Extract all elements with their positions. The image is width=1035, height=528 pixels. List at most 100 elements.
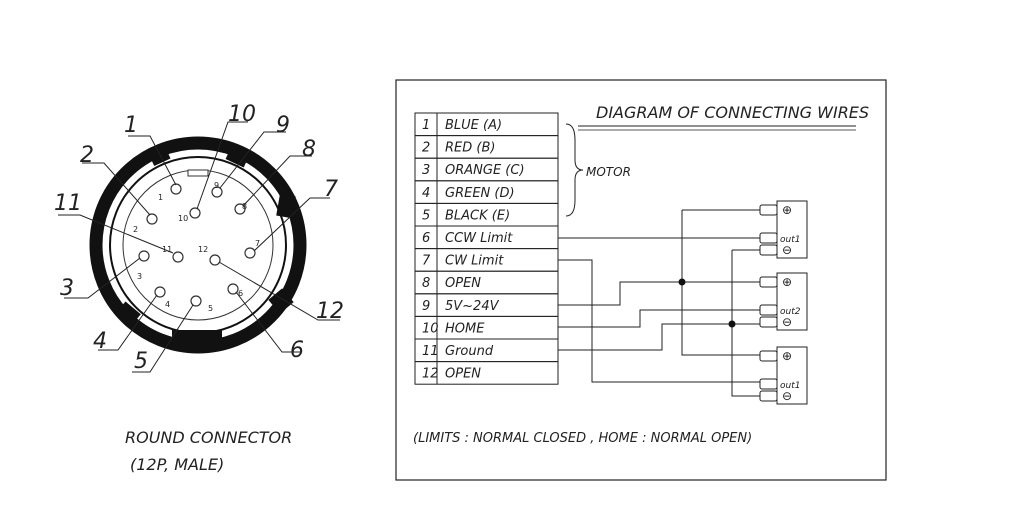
pin-7	[244, 247, 256, 259]
wire-label: CW Limit	[445, 254, 504, 269]
connector-title-line1: ROUND CONNECTOR	[125, 428, 292, 447]
wire-pin-number: 7	[422, 254, 431, 269]
wiring-note: (LIMITS : NORMAL CLOSED , HOME : NORMAL …	[413, 431, 752, 446]
wire-label: OPEN	[445, 367, 481, 382]
wire-label: BLUE (A)	[445, 118, 502, 133]
wire-label: GREEN (D)	[445, 186, 515, 201]
sensor-plus-terminal: ⊕	[782, 203, 792, 217]
wire-label: CCW Limit	[445, 231, 513, 246]
inner-label-1: 1	[158, 193, 163, 202]
callout-10: 10	[228, 102, 256, 127]
wire-table-row	[414, 361, 559, 385]
sensor-block-2: ⊕out2⊖	[759, 272, 808, 331]
pin-9	[211, 186, 223, 198]
wiring-frame	[395, 79, 887, 481]
sensor-out-terminal: out1	[780, 381, 800, 391]
motor-label: MOTOR	[586, 165, 631, 179]
wire-pin-number: 8	[422, 276, 430, 291]
wire-label: 5V~24V	[445, 299, 500, 314]
wire-cw	[558, 259, 760, 383]
wire-pin-number: 6	[422, 231, 430, 246]
sensor-body	[776, 200, 808, 259]
callout-8: 8	[302, 137, 316, 162]
callout-3: 3	[60, 276, 74, 301]
inner-label-3: 3	[137, 272, 142, 281]
sensor-minus-terminal: ⊖	[782, 243, 792, 257]
inner-label-4: 4	[165, 300, 170, 309]
pin-3	[138, 250, 150, 262]
wire-table-row	[414, 270, 559, 295]
sensor-minus-terminal: ⊖	[782, 315, 792, 329]
wire-pin-number: 5	[422, 208, 430, 223]
sensor-block-3: ⊕ out1⊖	[759, 346, 808, 405]
connector-key-notches	[115, 143, 296, 344]
sensor-minus-terminal-tab	[759, 390, 778, 402]
sensor-plus-terminal-tab	[759, 204, 778, 216]
wire-pin-number: 1	[422, 118, 430, 133]
callout-4: 4	[93, 329, 107, 354]
wires	[558, 209, 760, 397]
sensor-body	[776, 346, 808, 405]
sensor-minus-terminal: ⊖	[782, 389, 792, 403]
wire-pin-number: 9	[422, 299, 430, 314]
sensor-body	[776, 272, 808, 331]
sensor-out-terminal-tab	[759, 232, 778, 244]
connector-outer-ring	[89, 136, 307, 354]
inner-label-2: 2	[133, 225, 138, 234]
pin-10	[189, 207, 201, 219]
wire-label: Ground	[445, 344, 494, 359]
junction-dot-5v	[678, 278, 686, 286]
callout-7: 7	[324, 177, 338, 202]
sensor-minus-terminal-tab	[759, 316, 778, 328]
motor-brace	[565, 123, 584, 217]
sensor-block-1: ⊕ out1⊖	[759, 200, 808, 259]
sensor-out-terminal-tab	[759, 378, 778, 390]
wire-label: BLACK (E)	[445, 208, 510, 223]
connector-leader-lines	[58, 121, 340, 373]
inner-label-12: 12	[198, 245, 208, 254]
wire-label: RED (B)	[445, 141, 495, 156]
inner-label-5: 5	[208, 304, 213, 313]
callout-11: 11	[54, 191, 82, 216]
sensor-plus-terminal-tab	[759, 350, 778, 362]
wire-label: ORANGE (C)	[445, 163, 525, 178]
callout-12: 12	[316, 299, 344, 324]
pin-6	[227, 283, 239, 295]
wire-ground	[558, 323, 760, 351]
pin-4	[154, 286, 166, 298]
inner-label-11: 11	[162, 245, 172, 254]
wire-pin-number: 11	[422, 344, 439, 359]
wire-pin-number: 12	[422, 367, 439, 382]
inner-label-10: 10	[178, 214, 188, 223]
sensor-out-terminal: out2	[780, 307, 801, 317]
sensor-plus-terminal: ⊕	[782, 349, 792, 363]
wire-pin-number: 10	[422, 321, 439, 336]
sensor-out-terminal: out1	[780, 235, 800, 245]
pin-11	[172, 251, 184, 263]
wiring-title: DIAGRAM OF CONNECTING WIRES	[596, 103, 869, 122]
wire-label: OPEN	[445, 276, 481, 291]
connector-callouts: 1 2 3 4 5 6 7 8 9 10 11 12	[54, 102, 344, 374]
junction-dot-ground	[728, 320, 736, 328]
inner-label-6: 6	[238, 289, 243, 298]
wire-pin-number: 3	[422, 163, 430, 178]
pin-5	[190, 295, 202, 307]
round-connector-drawing: 1 2 3 4 5 6 7 8 9 10 11 12	[54, 102, 344, 474]
wire-label: HOME	[445, 321, 485, 336]
callout-1: 1	[124, 113, 138, 138]
inner-label-9: 9	[214, 181, 219, 190]
sensor-out-terminal-tab	[759, 304, 778, 316]
wire-5v	[558, 281, 760, 306]
wire-pin-number: 2	[422, 141, 430, 156]
wiring-panel: DIAGRAM OF CONNECTING WIRES 1 BLUE (A) 2 RE…	[395, 79, 887, 481]
pin-8	[234, 203, 246, 215]
sensor-blocks: ⊕out1⊖⊕out2⊖⊕out1⊖	[759, 200, 808, 405]
pin-2	[146, 213, 158, 225]
connector-pins	[138, 183, 256, 307]
callout-5: 5	[134, 349, 148, 374]
connector-title-line2: (12P, MALE)	[130, 455, 224, 474]
connector-top-key	[187, 169, 209, 177]
callout-2: 2	[80, 143, 94, 168]
